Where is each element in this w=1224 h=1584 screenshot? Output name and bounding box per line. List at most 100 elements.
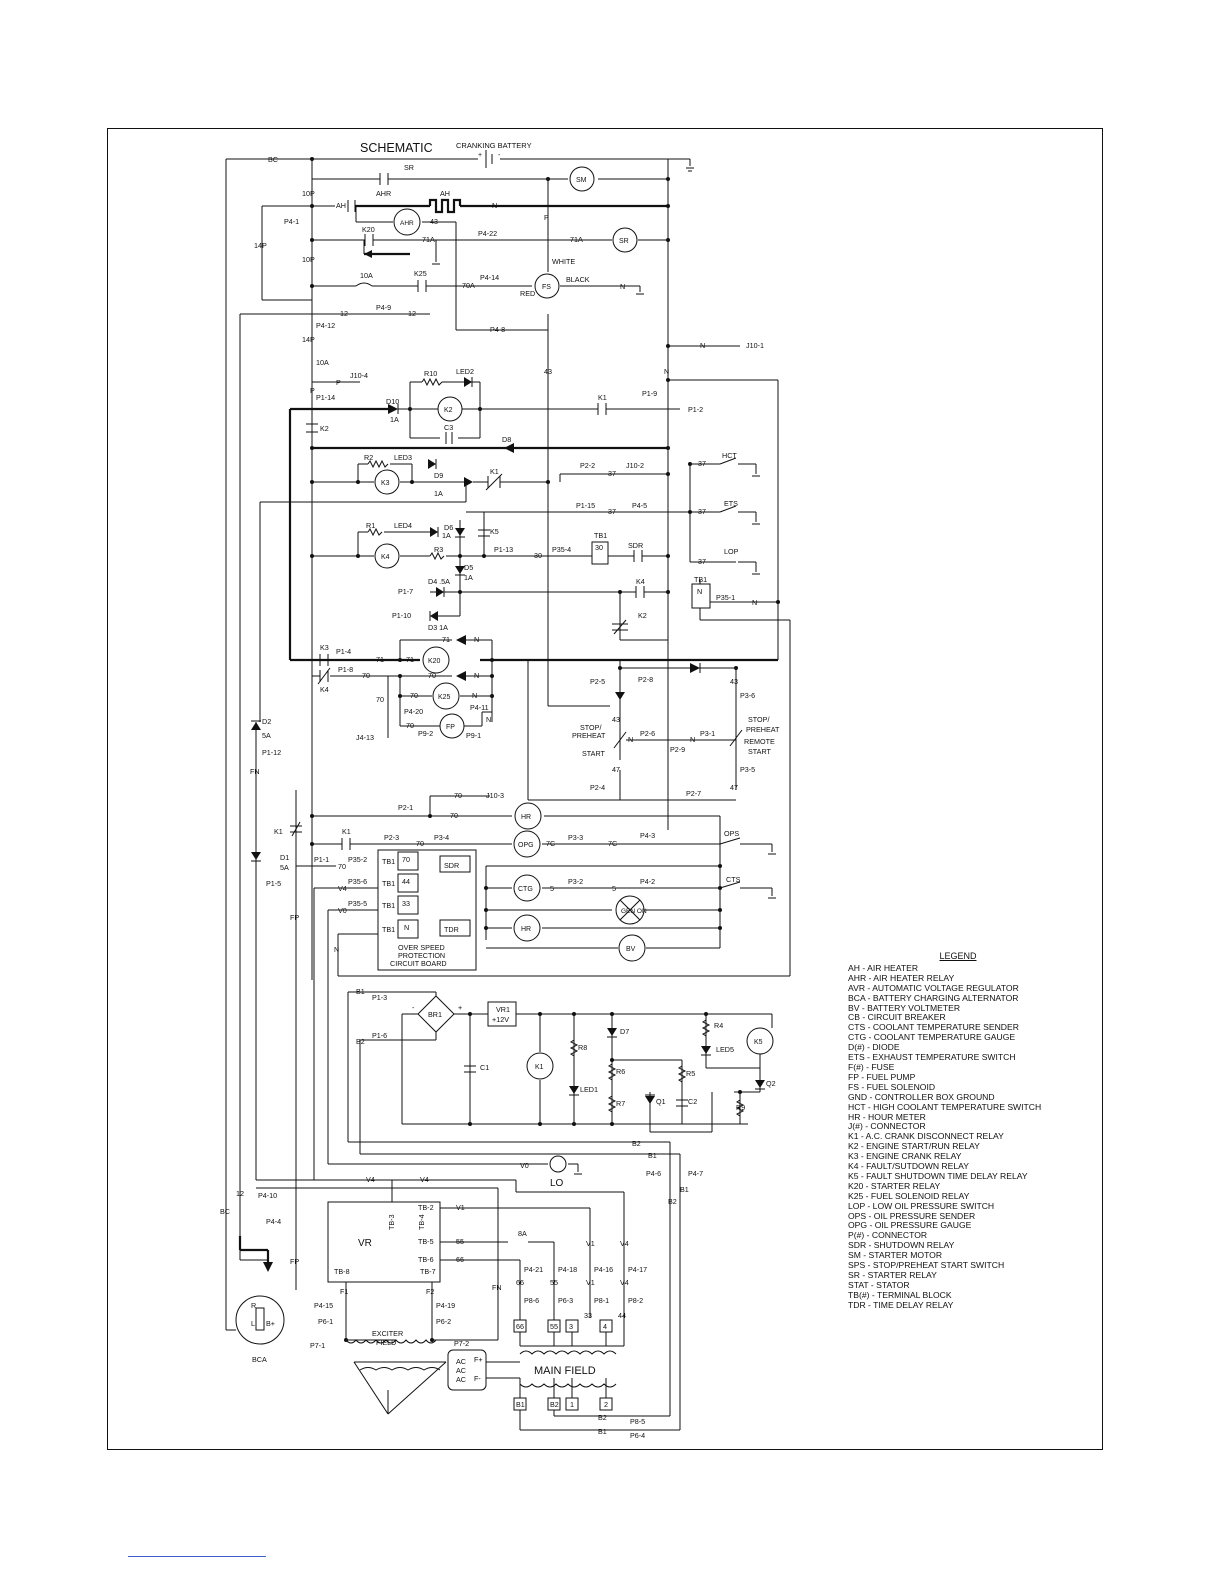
svg-text:-: -: [498, 152, 501, 159]
svg-text:J4-13: J4-13: [356, 733, 374, 742]
svg-text:N: N: [474, 635, 479, 644]
svg-text:70: 70: [454, 791, 462, 800]
svg-text:R6: R6: [616, 1067, 625, 1076]
svg-text:F-: F-: [474, 1374, 481, 1383]
svg-text:14P: 14P: [254, 241, 267, 250]
battery-symbol: [485, 150, 493, 168]
svg-text:BC: BC: [268, 155, 278, 164]
relay-contact-sr: [379, 173, 389, 185]
svg-text:GEN ON: GEN ON: [621, 908, 647, 915]
legend-item: P(#) - CONNECTOR: [848, 1230, 928, 1241]
svg-text:P4-8: P4-8: [490, 325, 505, 334]
svg-text:P4-10: P4-10: [258, 1191, 277, 1200]
svg-text:71: 71: [442, 635, 450, 644]
svg-text:K4: K4: [636, 577, 645, 586]
svg-text:P4-17: P4-17: [628, 1265, 647, 1274]
stator-coils: [359, 1367, 441, 1371]
wires-top: [225, 158, 740, 1260]
svg-text:J10-4: J10-4: [350, 371, 368, 380]
svg-text:P1-5: P1-5: [266, 879, 281, 888]
svg-text:TB1: TB1: [382, 879, 395, 888]
svg-text:TDR: TDR: [444, 925, 459, 934]
svg-text:P2-7: P2-7: [686, 789, 701, 798]
svg-text:3: 3: [569, 1322, 573, 1331]
svg-text:BCA: BCA: [252, 1355, 267, 1364]
svg-text:FN: FN: [250, 767, 260, 776]
svg-text:CTG: CTG: [518, 886, 533, 893]
svg-text:LED5: LED5: [716, 1045, 734, 1054]
wires-switch: [255, 660, 790, 1290]
svg-text:B2: B2: [668, 1197, 677, 1206]
svg-text:N: N: [474, 671, 479, 680]
svg-text:55: 55: [456, 1237, 464, 1246]
svg-text:P35-5: P35-5: [348, 899, 367, 908]
k5-contact: [478, 529, 490, 537]
k2-contact-a: [597, 403, 607, 415]
svg-text:P3-5: P3-5: [740, 765, 755, 774]
svg-text:MAIN FIELD: MAIN FIELD: [534, 1365, 596, 1377]
svg-text:VR: VR: [358, 1238, 372, 1249]
svg-text:P1-13: P1-13: [494, 545, 513, 554]
svg-text:TB1: TB1: [382, 925, 395, 934]
tb1-terminals: [591, 541, 711, 609]
svg-text:R4: R4: [714, 1021, 723, 1030]
svg-text:P6-2: P6-2: [436, 1317, 451, 1326]
svg-text:V1: V1: [586, 1239, 595, 1248]
svg-text:V0: V0: [520, 1161, 529, 1170]
svg-text:V4: V4: [420, 1175, 429, 1184]
svg-text:LO: LO: [550, 1178, 564, 1189]
svg-text:C3: C3: [444, 423, 453, 432]
k4-coil: [374, 543, 400, 569]
svg-text:P9-2: P9-2: [418, 729, 433, 738]
svg-text:30: 30: [534, 551, 542, 560]
svg-text:P3-6: P3-6: [740, 691, 755, 700]
legend-item: CTG - COOLANT TEMPERATURE GAUGE: [848, 1032, 1016, 1043]
svg-text:FP: FP: [290, 913, 299, 922]
svg-text:BV: BV: [626, 946, 636, 953]
svg-text:P4-6: P4-6: [646, 1169, 661, 1178]
svg-text:66: 66: [456, 1255, 464, 1264]
svg-text:V1: V1: [586, 1278, 595, 1287]
svg-text:1A: 1A: [464, 573, 473, 582]
svg-text:N: N: [697, 587, 702, 596]
start-switches: [613, 729, 743, 749]
svg-text:P3-3: P3-3: [568, 833, 583, 842]
sdr-contact: [633, 550, 643, 562]
svg-text:K1: K1: [342, 827, 351, 836]
svg-text:D7: D7: [620, 1027, 629, 1036]
svg-text:D5: D5: [464, 563, 473, 572]
svg-text:10A: 10A: [360, 271, 373, 280]
svg-text:PREHEAT: PREHEAT: [746, 725, 780, 734]
svg-text:43: 43: [612, 715, 620, 724]
svg-text:START: START: [582, 749, 606, 758]
legend-item: AVR - AUTOMATIC VOLTAGE REGULATOR: [848, 982, 1019, 993]
svg-text:D9: D9: [434, 471, 443, 480]
svg-text:P2-6: P2-6: [640, 729, 655, 738]
svg-text:12: 12: [408, 309, 416, 318]
svg-text:K20: K20: [428, 658, 441, 665]
svg-text:R7: R7: [616, 1099, 625, 1108]
svg-text:K25: K25: [414, 269, 427, 278]
svg-text:K5: K5: [754, 1039, 763, 1046]
svg-text:PROTECTION: PROTECTION: [398, 951, 445, 960]
svg-text:70: 70: [406, 721, 414, 730]
legend-item: F(#) - FUSE: [848, 1061, 895, 1072]
svg-text:5A: 5A: [262, 731, 271, 740]
svg-text:START: START: [748, 747, 772, 756]
svg-text:J10-3: J10-3: [486, 791, 504, 800]
svg-text:4: 4: [603, 1322, 607, 1331]
terminal-boxes: [513, 1319, 613, 1411]
svg-text:OPG: OPG: [518, 842, 534, 849]
junction-dots: [310, 157, 780, 1342]
svg-text:P6-1: P6-1: [318, 1317, 333, 1326]
svg-text:37: 37: [608, 469, 616, 478]
bca-alternator: [235, 1295, 285, 1345]
svg-text:D6: D6: [444, 523, 453, 532]
svg-text:V4: V4: [338, 884, 347, 893]
svg-text:P4-22: P4-22: [478, 229, 497, 238]
svg-text:TB-2: TB-2: [418, 1203, 434, 1212]
svg-text:70: 70: [416, 839, 424, 848]
legend-item: STAT - STATOR: [848, 1279, 910, 1290]
svg-text:TB-7: TB-7: [420, 1267, 436, 1276]
